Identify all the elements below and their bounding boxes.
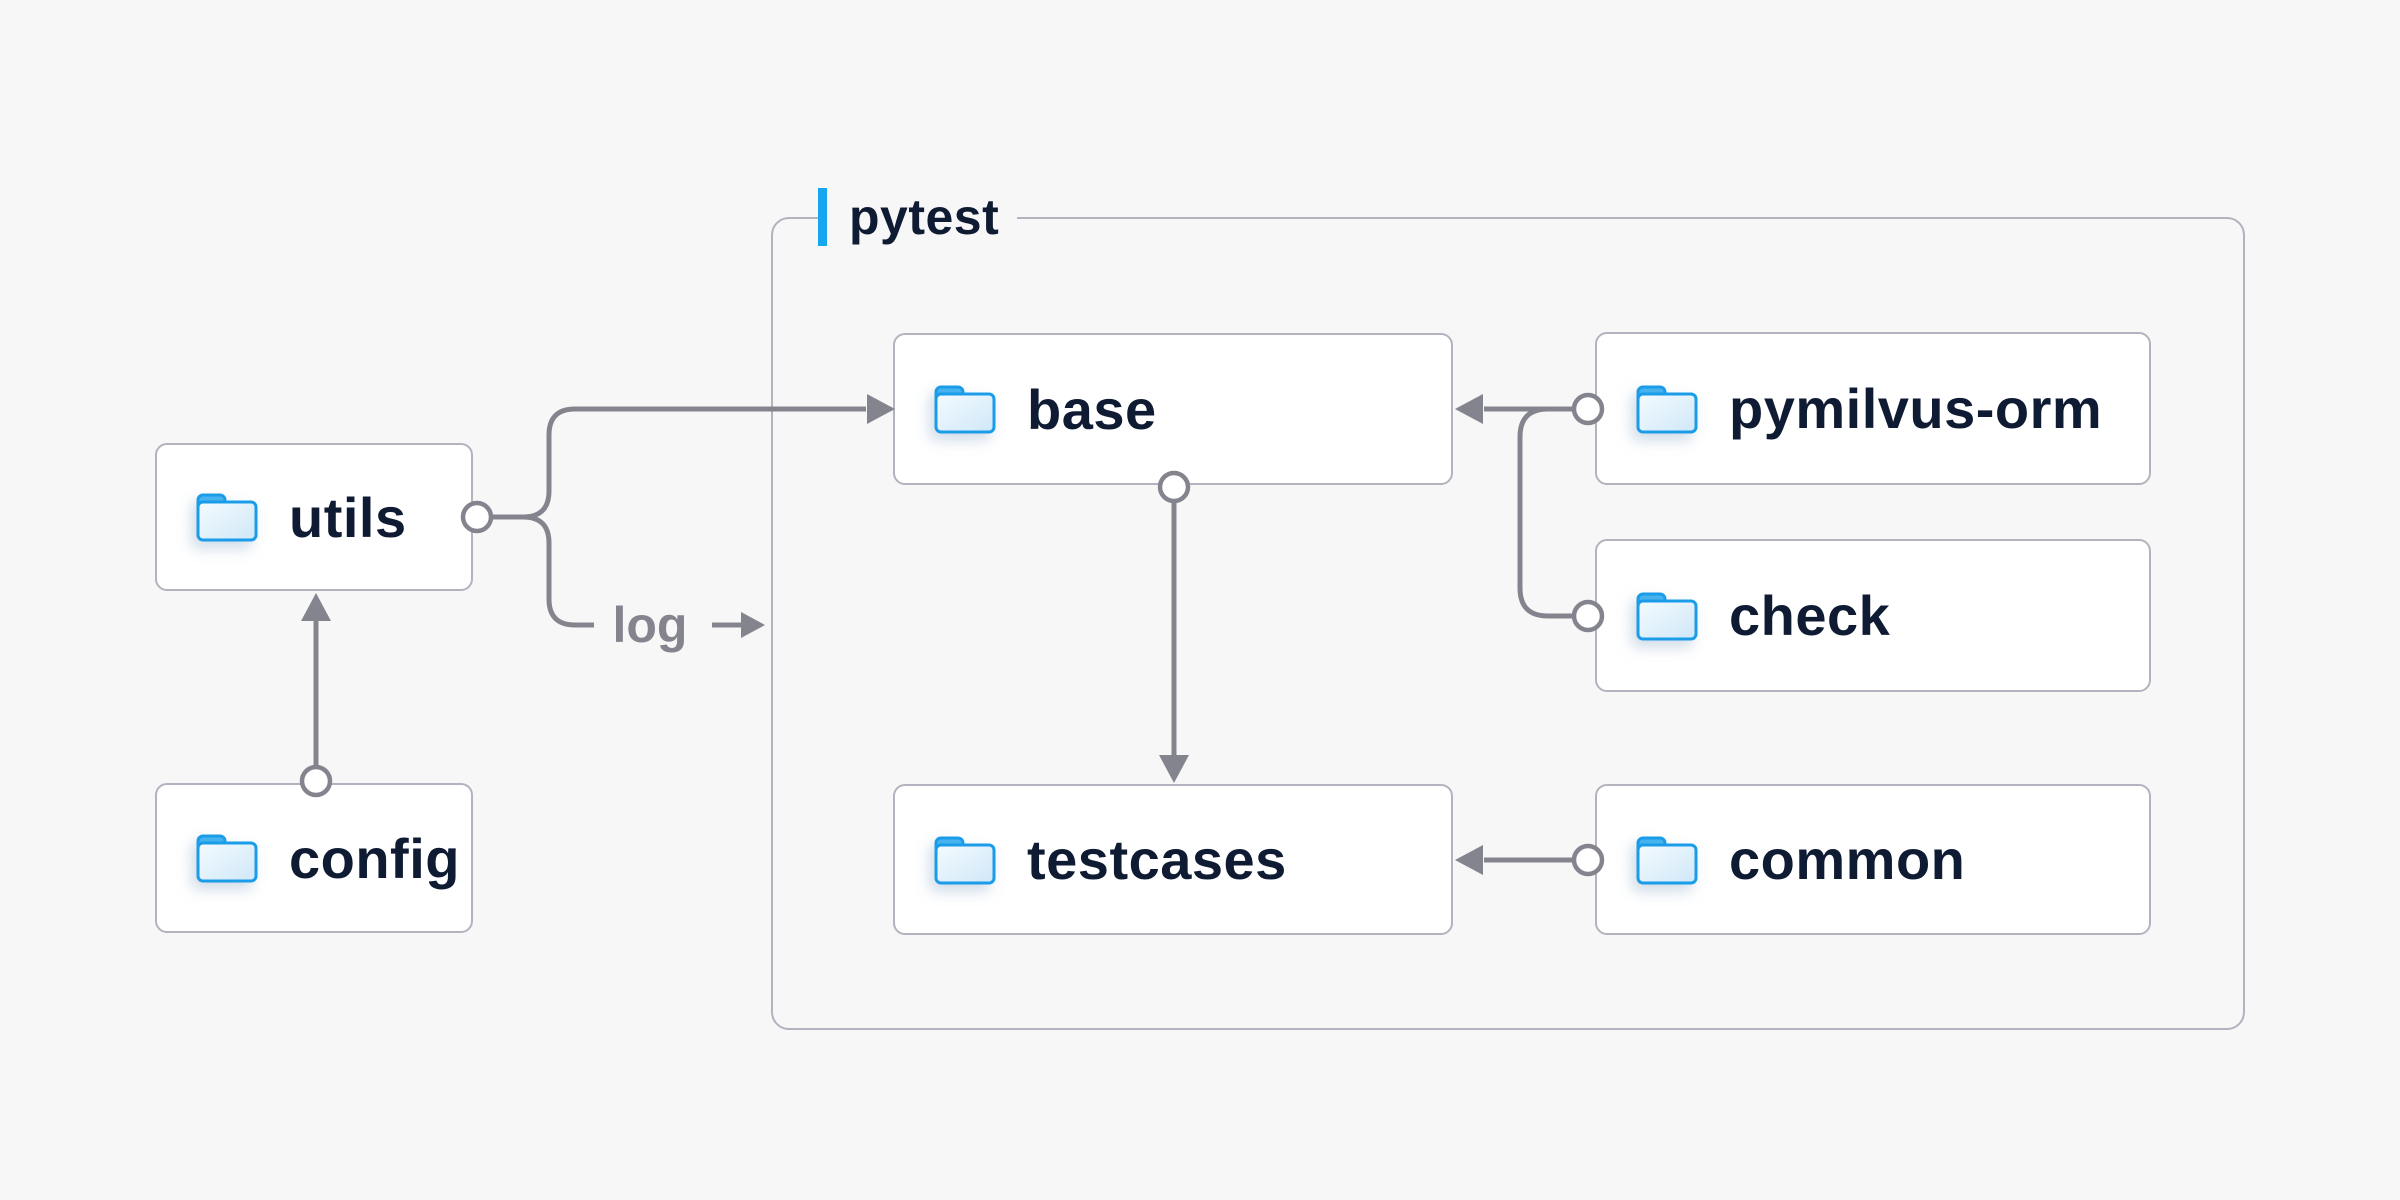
node-check[interactable]: check <box>1595 539 2151 692</box>
node-label: utils <box>289 485 407 549</box>
node-label: check <box>1729 584 1891 647</box>
folder-icon <box>1636 836 1698 884</box>
node-utils[interactable]: utils <box>155 443 473 591</box>
node-label: common <box>1729 828 1966 891</box>
folder-icon <box>196 493 258 542</box>
folder-icon <box>196 834 258 883</box>
node-label: pymilvus-orm <box>1729 377 2103 440</box>
arrowhead-into-utils-bottom <box>301 593 331 621</box>
node-testcases[interactable]: testcases <box>893 784 1453 935</box>
edge-label-log: log <box>612 597 688 653</box>
arrowhead-log <box>741 612 765 638</box>
node-pymilvus-orm[interactable]: pymilvus-orm <box>1595 332 2151 485</box>
node-label: testcases <box>1027 828 1287 891</box>
node-label: config <box>289 826 460 890</box>
folder-icon <box>1636 385 1698 433</box>
node-config[interactable]: config <box>155 783 473 933</box>
pytest-group-label: pytest <box>818 186 1018 248</box>
folder-icon <box>1636 592 1698 640</box>
node-common[interactable]: common <box>1595 784 2151 935</box>
accent-bar <box>818 188 827 246</box>
folder-icon <box>934 385 996 434</box>
group-title: pytest <box>849 189 1000 245</box>
node-label: base <box>1027 377 1157 441</box>
node-base[interactable]: base <box>893 333 1453 485</box>
folder-icon <box>934 836 996 884</box>
edge-utils-log <box>522 514 594 628</box>
pytest-group-container <box>771 217 2245 1030</box>
